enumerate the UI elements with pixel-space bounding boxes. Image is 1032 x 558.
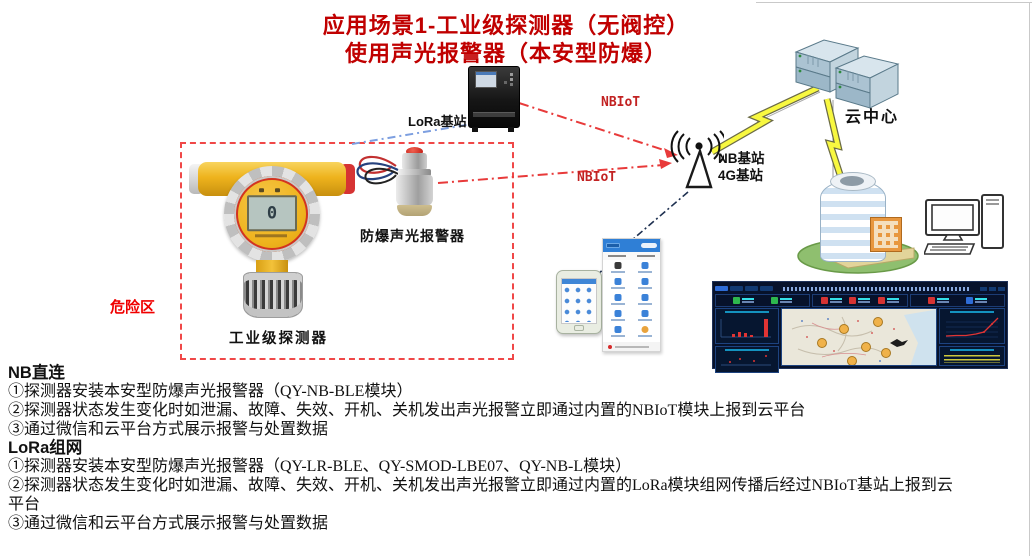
building-illustration [796, 170, 928, 276]
page-title-line2: 使用声光报警器（本安型防爆） [344, 41, 667, 66]
app-section-tabs [603, 252, 660, 260]
danger-zone-label: 危险区 [110, 299, 156, 316]
app-screenshot [602, 238, 661, 352]
nb-station-label-line1: NB基站 [718, 151, 765, 166]
alarm-collar [398, 169, 431, 176]
dashboard-map-panel [781, 308, 937, 366]
dashboard-line-chart-panel [939, 308, 1005, 344]
page-title-line1: 应用场景1-工业级探测器（无阀控） [322, 13, 690, 38]
phone-app-header [562, 279, 596, 284]
app-grid-cell [605, 325, 632, 341]
detector-lcd-display: 0 [247, 188, 297, 238]
dashboard-body [715, 308, 1005, 373]
building-roof [830, 172, 876, 191]
alarm-label: 防爆声光报警器 [360, 228, 465, 244]
nb-antenna-icon [670, 130, 724, 189]
dashboard-bar-chart-panel [715, 308, 779, 344]
dashboard-topbar-chip [998, 286, 1005, 291]
app-grid-cell [632, 293, 659, 309]
cloud-center-label: 云中心 [845, 109, 900, 126]
lora-station-buttons [510, 73, 513, 76]
app-grid-cell-qr [605, 261, 632, 277]
nb-note-1: ①探测器安装本安型防爆声光报警器（QY-NB-BLE模块） [8, 383, 413, 400]
dashboard-log-panel [939, 346, 1005, 366]
phone-home-button [574, 324, 584, 331]
alarm-device-illustration [346, 146, 438, 218]
cloud-servers-icon [794, 39, 900, 109]
danger-zone-box [180, 142, 514, 360]
nb-section-heading: NB直连 [8, 364, 65, 382]
lora-base-station-illustration [468, 66, 520, 132]
app-grid-cell [632, 309, 659, 325]
detector-face: 0 [234, 176, 310, 252]
dashboard-statbox [812, 294, 908, 307]
lora-note-3: ③通过微信和云平台方式展示报警与处置数据 [8, 514, 329, 532]
lora-station-label: LoRa基站 [408, 114, 467, 129]
phone-app-icon-grid [563, 286, 595, 322]
dashboard-tab [730, 286, 743, 291]
dashboard-statbox [715, 294, 811, 307]
dashboard-log-lines [944, 355, 1000, 363]
app-grid-cell [605, 277, 632, 293]
dashboard-topbar-chip [989, 286, 996, 291]
dashboard-tab [715, 286, 728, 291]
alarm-wires [356, 155, 399, 185]
dashboard-stats-row [715, 294, 1005, 307]
lora-note-1: ①探测器安装本安型防爆声光报警器（QY-LR-BLE、QY-SMOD-LBE07… [8, 458, 632, 476]
dashboard-tab [745, 286, 758, 291]
dashboard-statbox [909, 294, 1005, 307]
dashboard-topbar-chip [980, 286, 987, 291]
app-grid-cell [605, 309, 632, 325]
lora-note-2: ②探测器状态发生变化时如泄漏、故障、失效、开机、关机发出声光报警立即通过内置的L… [8, 477, 953, 513]
phone-screen [561, 278, 597, 324]
app-notice-row [603, 342, 660, 351]
lora-station-screen [475, 71, 497, 88]
nb-note-2: ②探测器状态发生变化时如泄漏、故障、失效、开机、关机发出声光报警立即通过内置的N… [8, 401, 806, 419]
desktop-computer-icon [924, 194, 1004, 255]
alarm-body [396, 175, 433, 206]
nbiot-label-upper: NBIoT [601, 95, 641, 110]
notes-section: NB直连 ①探测器安装本安型防爆声光报警器（QY-NB-BLE模块） ②探测器状… [8, 364, 958, 534]
app-function-grid [603, 260, 660, 342]
lora-station-band [473, 112, 515, 117]
app-header-bar [603, 239, 660, 252]
detector-neck [256, 260, 288, 273]
nb-station-label-line2: 4G基站 [718, 168, 764, 183]
alarm-top-cylinder [402, 153, 427, 170]
lora-section-heading: LoRa组网 [8, 439, 83, 458]
app-grid-cell-orange [632, 325, 659, 341]
page-edge-line-top [756, 2, 1032, 3]
dashboard-screenshot [712, 281, 1008, 373]
link-antenna-to-app [631, 191, 689, 241]
nbiot-label-lower: NBIoT [577, 170, 617, 185]
dashboard-tab [760, 286, 773, 291]
detector-sensor-cone [243, 272, 303, 318]
app-grid-cell [632, 277, 659, 293]
alarm-red-beacon [406, 147, 423, 156]
dashboard-scatter-panel [715, 346, 779, 373]
dashboard-title-bar [783, 286, 970, 291]
app-grid-cell [632, 261, 659, 277]
nb-note-3: ③通过微信和云平台方式展示报警与处置数据 [8, 420, 329, 438]
detector-bezel: 0 [224, 166, 320, 262]
building-annex [870, 217, 902, 252]
page-edge-line-right [1029, 2, 1030, 556]
nb-station-label: NB基站 4G基站 [718, 150, 765, 184]
detector-lcd-value: 0 [266, 203, 278, 224]
dashboard-topbar [715, 284, 1005, 293]
app-grid-cell [605, 293, 632, 309]
alarm-sounder-foot [397, 205, 432, 216]
phone-illustration [556, 270, 602, 334]
nbiot-link-lora-to-antenna [518, 102, 671, 153]
detector-label: 工业级探测器 [229, 331, 328, 347]
